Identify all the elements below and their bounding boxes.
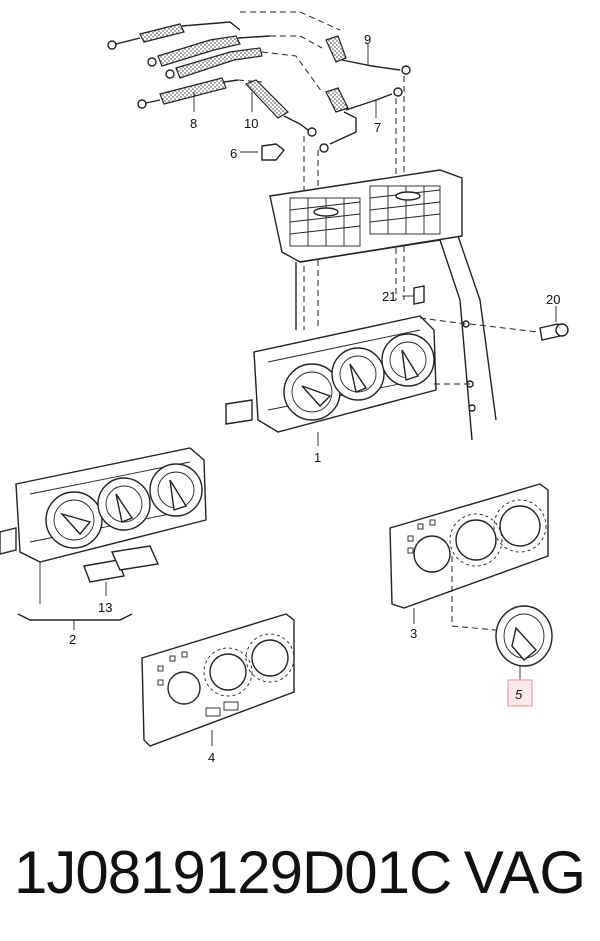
callout-10: 10 <box>244 116 258 131</box>
brand-text: VAG <box>463 839 586 906</box>
cable-group <box>107 11 411 330</box>
callout-4: 4 <box>208 750 215 765</box>
faceplate-4 <box>141 613 295 747</box>
footer-bar: 1J0819129D01C VAG <box>0 828 600 918</box>
control-unit-1 <box>225 315 470 446</box>
callout-5-highlight <box>507 679 533 707</box>
button-set <box>83 545 160 596</box>
control-unit-2 <box>0 447 207 604</box>
callout-8: 8 <box>190 116 197 131</box>
knob-part <box>495 605 553 680</box>
callout-1: 1 <box>314 450 321 465</box>
group-brace <box>17 613 133 621</box>
callout-5: 5 <box>515 687 523 702</box>
callout-3: 3 <box>410 626 417 641</box>
faceplate-3 <box>389 483 549 631</box>
callout-20: 20 <box>546 292 560 307</box>
callout-2: 2 <box>69 632 76 647</box>
callout-13: 13 <box>98 600 112 615</box>
exploded-parts-diagram: 9 8 10 7 6 21 20 1 13 2 3 4 5 <box>0 11 569 765</box>
callout-9: 9 <box>364 32 371 47</box>
callout-6: 6 <box>230 146 237 161</box>
part-number-text: 1J0819129D01C <box>14 839 452 906</box>
callout-labels: 9 8 10 7 6 21 20 1 13 2 3 4 5 <box>69 32 560 765</box>
callout-21: 21 <box>382 289 396 304</box>
dashboard-vent <box>269 169 497 441</box>
bracket-part <box>402 285 425 305</box>
callout-7: 7 <box>374 120 381 135</box>
clip-part <box>240 143 285 161</box>
screw-part <box>462 306 569 412</box>
